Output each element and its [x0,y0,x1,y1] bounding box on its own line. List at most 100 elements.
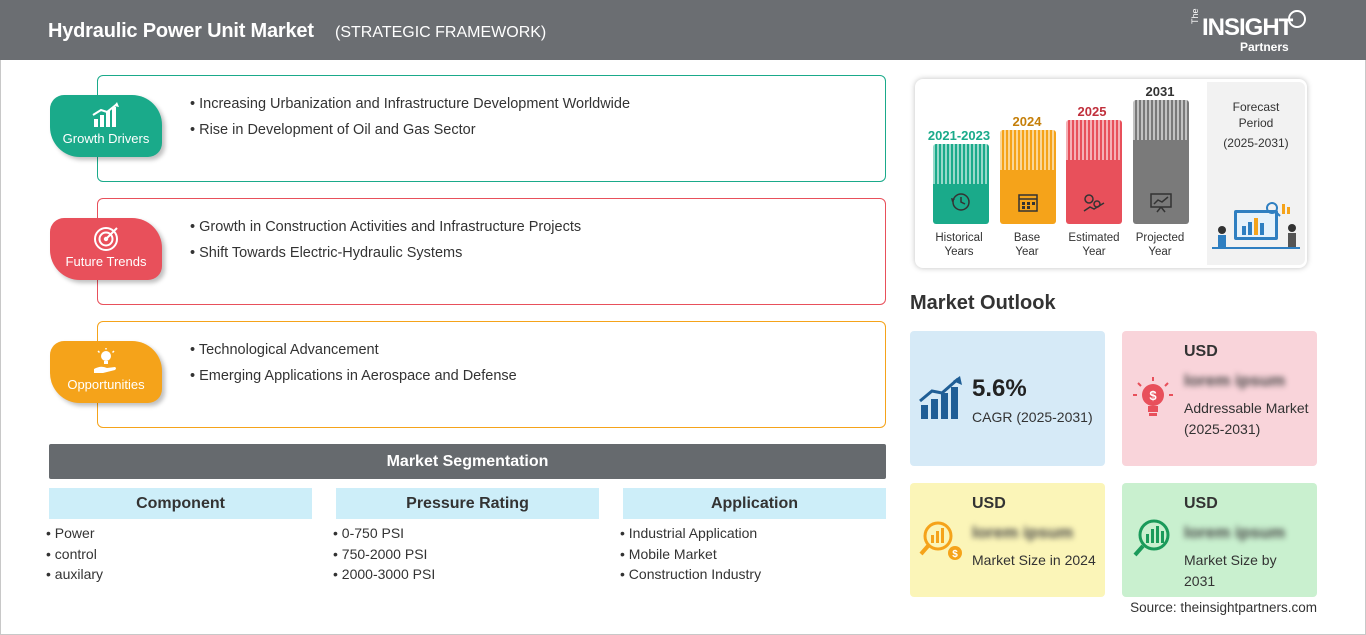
timeline-column-estimated [1066,120,1122,224]
badge-label: Future Trends [65,254,147,269]
caption-line: Base [1013,232,1041,244]
page-subtitle: (STRATEGIC FRAMEWORK) [335,24,547,41]
calendar-icon [1018,194,1038,212]
opportunities-badge: Opportunities [50,341,162,403]
caption-line: Year [1015,246,1039,258]
forecast-line: Forecast [1232,100,1280,114]
magnifier-bars-icon [1133,519,1170,557]
blurred-value: lorem ipsum [1184,523,1286,542]
list-item: Power [46,525,103,546]
caption-line: Estimated [1068,232,1120,244]
presentation-chart-icon [1150,193,1172,213]
logo-partners: Partners [1240,40,1289,54]
list-item: control [46,546,103,567]
cagr-tile: 5.6% CAGR (2025-2031) [910,331,1105,466]
pressure-rating-list: 0-750 PSI 750-2000 PSI 2000-3000 PSI [333,525,435,587]
svg-text:$: $ [1149,388,1157,403]
cagr-value: 5.6% [972,375,1027,402]
market-size-2024-tile: $ USD lorem ipsum Market Size in 2024 [910,483,1105,597]
list-item: Growth in Construction Activities and In… [190,219,581,235]
future-trends-box: Growth in Construction Activities and In… [97,198,886,305]
caption-line: Projected [1135,232,1185,244]
list-item: 0-750 PSI [333,525,435,546]
logo-the: The [1190,8,1200,24]
segment-header-application: Application [623,488,886,519]
market-outlook-title: Market Outlook [910,292,1056,314]
gears-chart-icon [1083,194,1105,212]
future-trends-badge: Future Trends [50,218,162,280]
timeline-caption: Estimated Year [1054,231,1134,259]
timeline-year: 2025 [1077,104,1107,119]
list-item: Technological Advancement [190,342,517,358]
addressable-market-tile: $ USD lorem ipsum Addressable Market (20… [1122,331,1317,466]
column-stripes [933,144,989,184]
segment-header-component: Component [49,488,312,519]
page-title: Hydraulic Power Unit Market [48,20,314,42]
timeline-column-base [1000,130,1056,224]
badge-label: Growth Drivers [62,131,150,146]
timeline-column-historical [933,144,989,224]
timeline-year: 2024 [1012,114,1042,129]
list-item: Construction Industry [620,566,761,587]
timeline-caption: Base Year [987,231,1067,259]
growth-drivers-list: Increasing Urbanization and Infrastructu… [190,96,630,148]
caption-line: Year [1082,246,1106,258]
caption-line: Historical [935,232,983,244]
timeline-year: 2021-2023 [927,128,991,143]
forecast-line: (2025-2031) [1223,136,1289,150]
timeline-caption: Projected Year [1120,231,1200,259]
opportunities-list: Technological Advancement Emerging Appli… [190,342,517,394]
usd-label: USD [1184,495,1218,512]
timeline-year: 2031 [1145,84,1175,99]
magnifier-chart-icon: $ [919,521,962,560]
blurred-value: lorem ipsum [1184,371,1286,390]
svg-text:$: $ [952,549,958,560]
list-item: Mobile Market [620,546,761,567]
column-stripes [1066,120,1122,160]
list-item: Emerging Applications in Aerospace and D… [190,368,517,384]
column-stripes [1000,130,1056,170]
segmentation-title: Market Segmentation [49,444,886,479]
caption-line: Years [944,246,974,258]
future-trends-list: Growth in Construction Activities and In… [190,219,581,271]
lightbulb-hand-icon [94,348,116,373]
header-bar: Hydraulic Power Unit Market (STRATEGIC F… [0,0,1366,60]
application-list: Industrial Application Mobile Market Con… [620,525,761,587]
cagr-label: CAGR (2025-2031) [972,409,1093,425]
history-clock-icon [951,193,970,211]
opportunities-box: Technological Advancement Emerging Appli… [97,321,886,428]
column-stripes [1133,100,1189,140]
list-item: 2000-3000 PSI [333,566,435,587]
lightbulb-dollar-icon: $ [1133,377,1173,416]
forecast-period-label: Forecast Period (2025-2031) [1210,99,1302,151]
list-item: Shift Towards Electric-Hydraulic Systems [190,245,581,261]
component-list: Power control auxilary [46,525,103,587]
insight-partners-logo[interactable]: The INSIGHT Partners [1190,8,1320,54]
badge-label: Opportunities [67,377,145,392]
analytics-people-illustration-icon [1212,202,1300,249]
blurred-value: lorem ipsum [972,523,1074,542]
target-icon [94,227,118,251]
list-item: Increasing Urbanization and Infrastructu… [190,96,630,112]
caption-line: Year [1148,246,1172,258]
forecast-line: Period [1238,116,1274,130]
segment-header-pressure-rating: Pressure Rating [336,488,599,519]
usd-label: USD [972,495,1006,512]
list-item: Rise in Development of Oil and Gas Secto… [190,122,630,138]
usd-label: USD [1184,343,1218,360]
logo-ring-icon [1288,10,1306,28]
growth-drivers-box: Increasing Urbanization and Infrastructu… [97,75,886,182]
source-credit[interactable]: Source: theinsightpartners.com [1130,600,1317,615]
list-item: 750-2000 PSI [333,546,435,567]
logo-insight: INSIGHT [1202,14,1293,41]
list-item: auxilary [46,566,103,587]
timeline-caption: Historical Years [919,231,999,259]
market-size-2031-tile: USD lorem ipsum Market Size by 2031 [1122,483,1317,597]
market-size-2031-label: Market Size by 2031 [1184,552,1277,589]
growth-drivers-badge: Growth Drivers [50,95,162,157]
timeline-column-projected [1133,100,1189,224]
addressable-market-label: Addressable Market (2025-2031) [1184,400,1309,437]
market-size-2024-label: Market Size in 2024 [972,552,1096,568]
growth-bars-icon [919,376,962,419]
bar-chart-growth-icon [92,102,119,127]
